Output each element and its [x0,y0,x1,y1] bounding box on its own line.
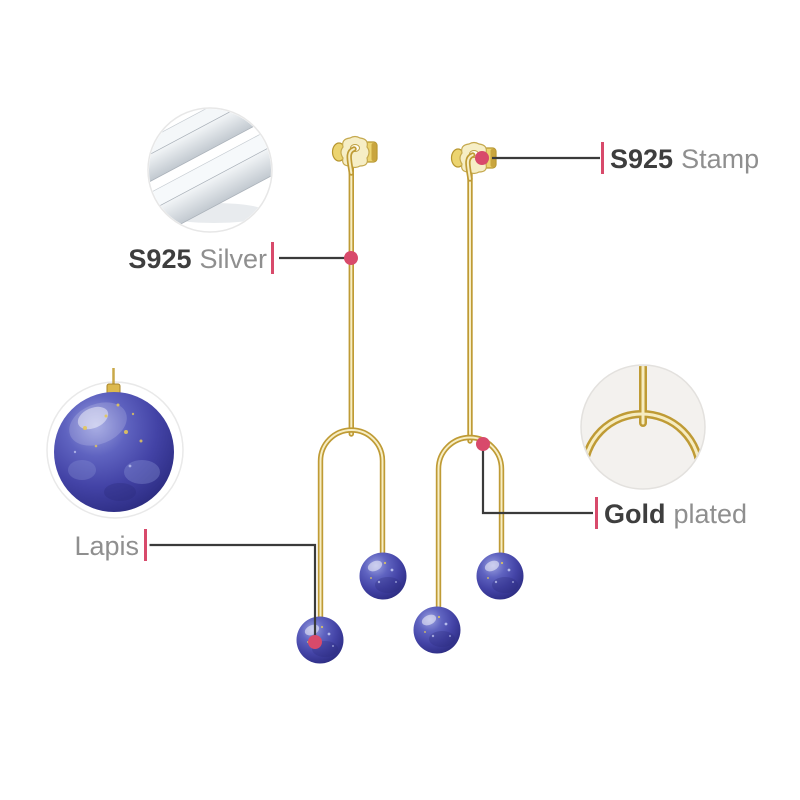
earring-clutch [450,141,497,175]
marker-dot-stamp [475,151,489,165]
callout-label-strong: S925 [610,144,674,174]
callout-label-light: Lapis [74,531,139,561]
gold-wire-fork-image [582,366,704,476]
lapis-bead [476,552,524,600]
bead-texture [68,402,160,501]
connector-gold [481,447,593,515]
earring-left [296,135,407,664]
callout-s925-stamp: S925 Stamp [610,146,759,173]
earring-clutch [331,135,378,169]
lapis-detail-inset [46,368,184,519]
lapis-gemstone-image [54,368,174,512]
lapis-bead [359,552,407,600]
callout-label-light: plated [673,499,748,529]
silver-detail-inset [147,107,273,233]
callout-lapis: Lapis [74,533,139,560]
callout-label-light: Stamp [681,144,760,174]
callout-label-strong: S925 [128,244,192,274]
marker-dot-lapis [308,635,322,649]
callout-s925-silver: S925 Silver [128,246,267,273]
marker-dot-silver [344,251,358,265]
callout-gold-plated: Gold plated [604,501,747,528]
connector-lapis [149,543,317,636]
lapis-bead [413,606,461,654]
callout-label-strong: Gold [604,499,666,529]
marker-dot-gold [476,437,490,451]
silver-ingots-image [149,109,271,231]
callout-label-light: Silver [199,244,267,274]
gold-detail-inset [580,364,706,490]
earring-right [413,141,524,654]
